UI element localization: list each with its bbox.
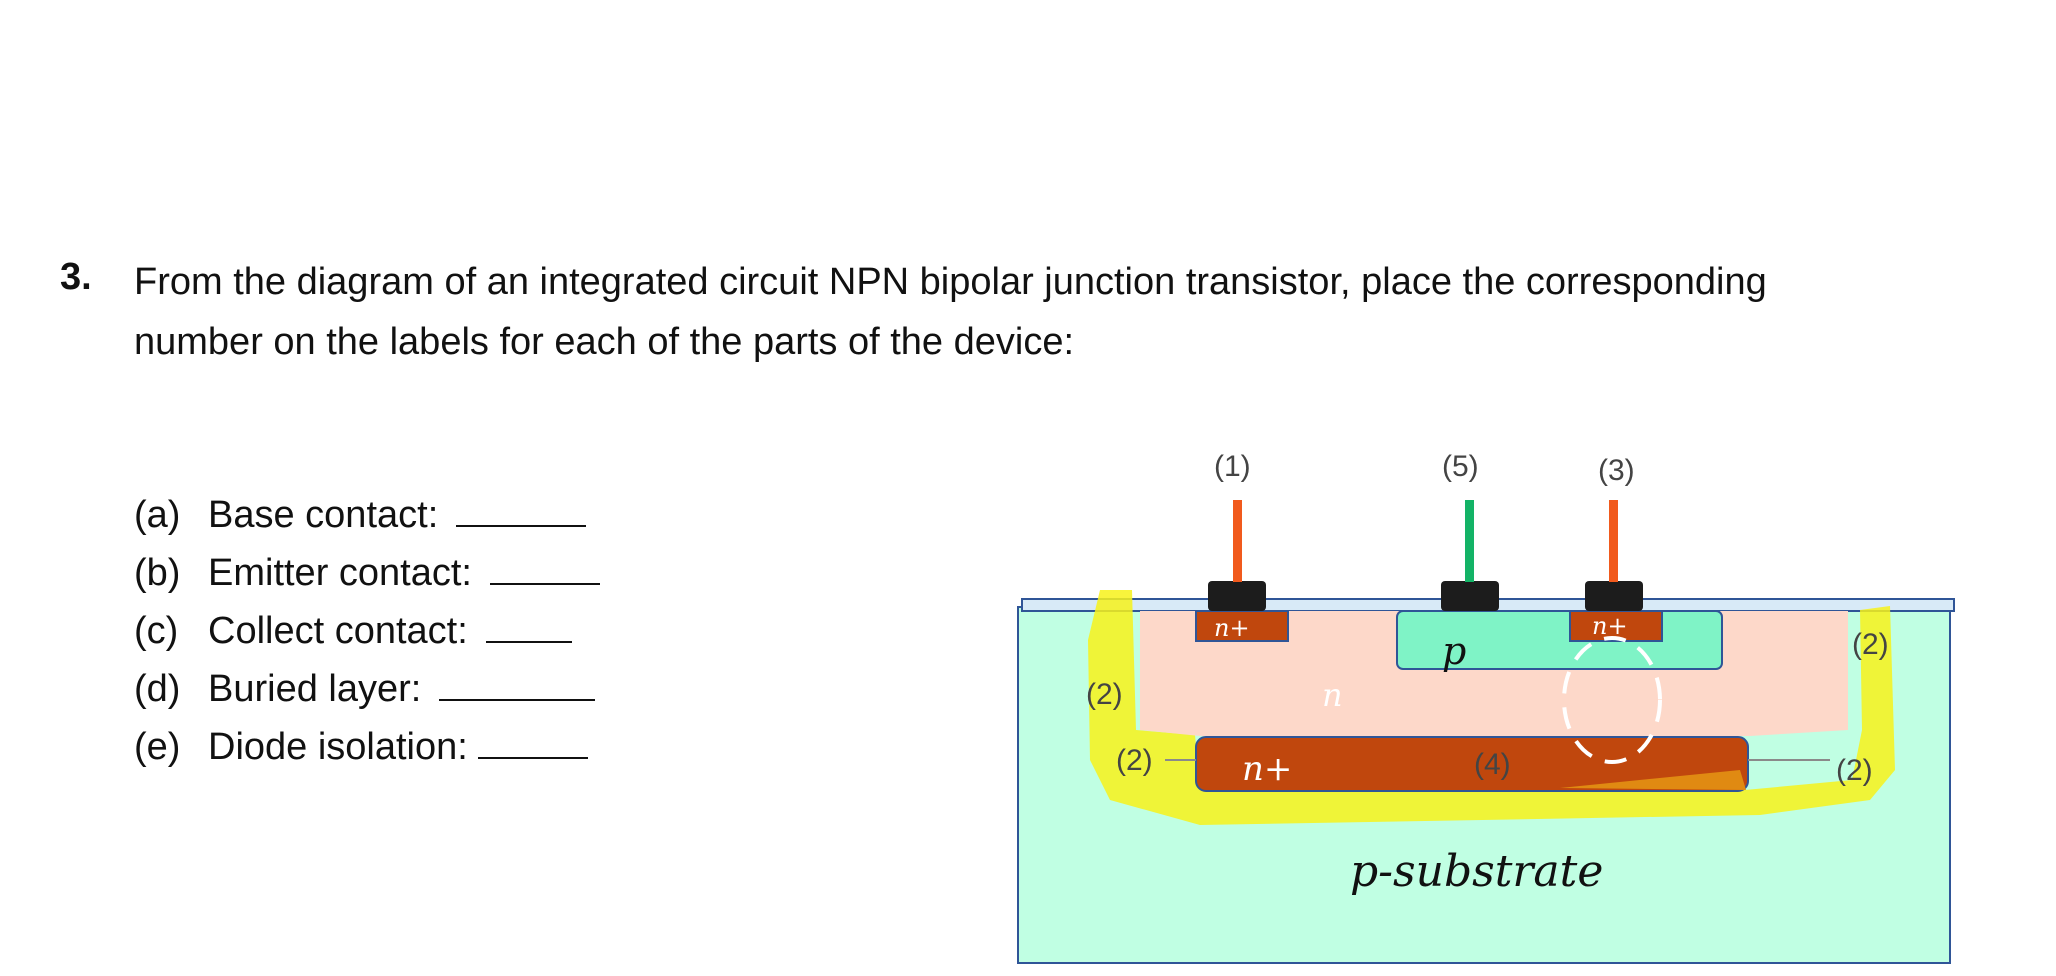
n-plus-left-region [1195,610,1289,642]
item-letter: (e) [134,726,181,768]
answer-list: (a) Base contact: (b) Emitter contact: (c)… [134,486,600,776]
diagram-label-2-left-upper: (2) [1086,678,1123,711]
contact-pad-3 [1585,581,1643,611]
item-label: Emitter contact: [208,552,472,594]
item-label: Diode isolation: [208,726,468,768]
diagram-label-2-right-upper: (2) [1852,628,1889,661]
answer-blank[interactable] [456,495,587,527]
question-text: From the diagram of an integrated circui… [134,252,1954,372]
answer-blank[interactable] [439,669,596,701]
buried-layer-region [1195,736,1749,792]
answer-blank[interactable] [477,727,588,759]
item-label: Base contact: [208,494,439,536]
label-n-plus-right: n+ [1592,612,1628,640]
diagram-label-5: (5) [1442,450,1479,483]
isolation-highlight [1088,590,1895,825]
n-plus-right-region [1569,610,1663,642]
contact-pad-1 [1208,581,1266,611]
lead-1 [1233,500,1242,582]
item-letter: (c) [134,610,179,652]
item-letter: (a) [134,494,181,536]
diagram-label-2-right-lower: (2) [1836,754,1873,787]
item-label: Buried layer: [208,668,422,710]
item-letter: (b) [134,552,181,594]
item-letter: (d) [134,668,181,710]
diagram-label-1: (1) [1214,450,1251,483]
contact-pad-5 [1441,581,1499,611]
label-n-region: n [1322,676,1343,714]
answer-item-buried-layer: (d) Buried layer: [134,660,600,718]
diagram-label-4: (4) [1474,748,1511,781]
answer-item-diode-isolation: (e) Diode isolation: [134,718,600,776]
item-label: Collect contact: [208,610,468,652]
lead-3 [1609,500,1618,582]
diagram-label-2-left-lower: (2) [1116,744,1153,777]
label-n-plus-left: n+ [1214,614,1250,642]
answer-item-emitter: (b) Emitter contact: [134,544,600,602]
label-p-region: p [1442,629,1466,673]
answer-item-base: (a) Base contact: [134,486,600,544]
label-p-substrate: p-substrate [1350,846,1603,897]
question-line-2: number on the labels for each of the par… [134,321,1075,363]
dashed-circle-annotation [1562,636,1662,764]
question-number: 3. [60,256,92,298]
answer-item-collector: (c) Collect contact: [134,602,600,660]
question-line-1: From the diagram of an integrated circui… [134,261,1767,303]
lead-5 [1465,500,1474,582]
answer-blank[interactable] [485,611,572,643]
label-buried-n-plus: n+ [1242,749,1292,789]
answer-blank[interactable] [489,553,600,585]
buried-layer-lower-tint [1560,770,1746,790]
diagram-label-3: (3) [1598,454,1635,487]
